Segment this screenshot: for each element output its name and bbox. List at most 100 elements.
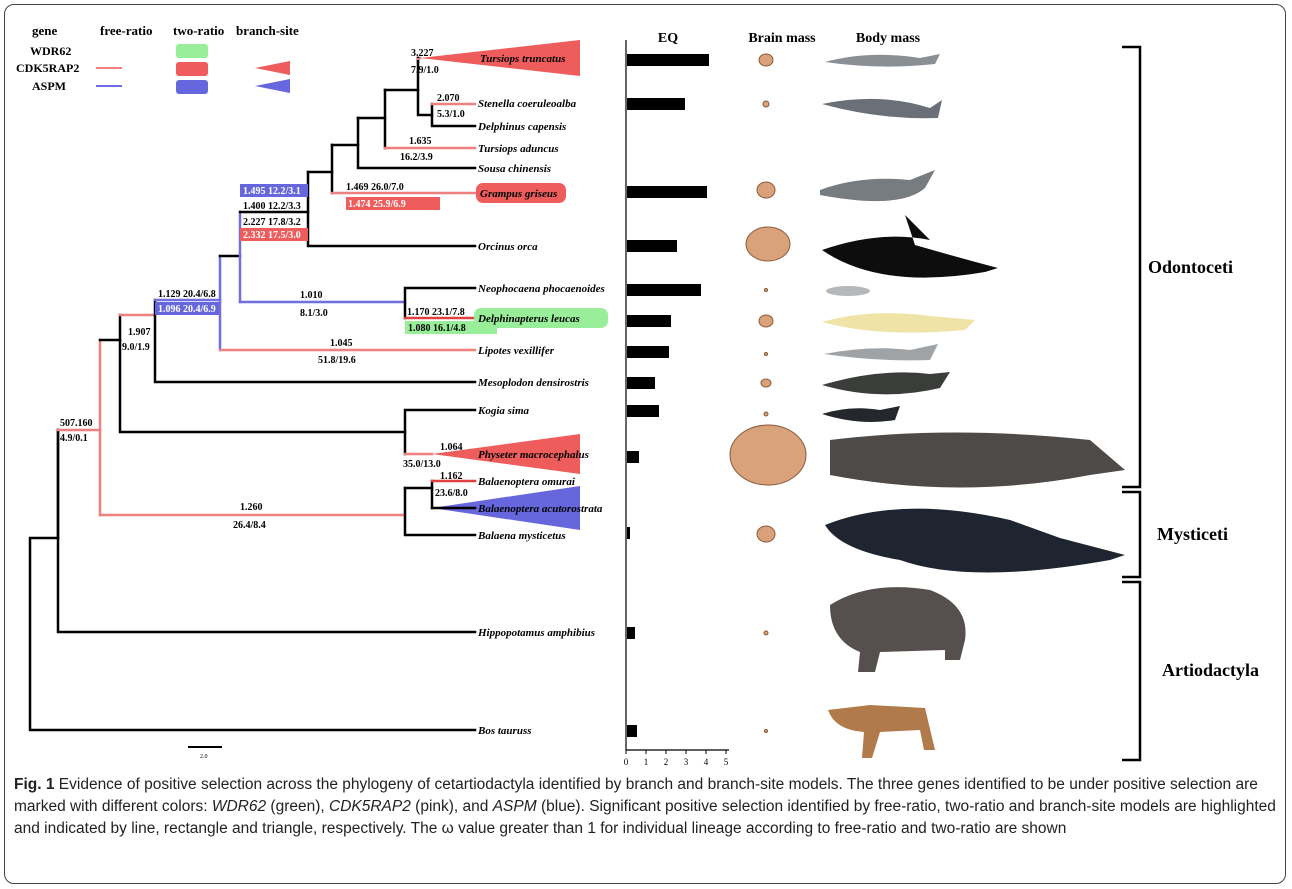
branch-label: 7.9/1.0	[411, 65, 439, 76]
branch-label: 1.260	[240, 502, 263, 513]
branch-label: 4.9/0.1	[60, 433, 88, 444]
eq-bar	[627, 377, 655, 389]
branch-label: 1.080 16.1/4.8	[408, 323, 466, 334]
bowhead-whale-silhouette	[825, 509, 1125, 573]
caption-fig-label: Fig. 1	[14, 776, 54, 793]
brain-icon	[765, 289, 768, 292]
eq-bar	[627, 725, 637, 737]
eq-bar	[627, 54, 709, 66]
branch-label: 1.170 23.1/7.8	[407, 307, 465, 318]
eq-bar	[627, 527, 630, 539]
pygmy-sperm-whale-silhouette	[822, 406, 900, 422]
branch-label: 1.129 20.4/6.8	[158, 289, 216, 300]
species-label: Tursiops truncatus	[480, 53, 566, 65]
species-label: Delphinapterus leucas	[477, 313, 580, 325]
bracket-artiodactyla	[1122, 582, 1140, 760]
eq-bar	[627, 240, 677, 252]
body-images	[820, 54, 1125, 758]
dolphin-silhouette	[825, 54, 940, 67]
legend-aspm-branch-site-triangle	[255, 79, 290, 93]
species-label: Lipotes vexillifer	[477, 345, 555, 357]
branch-label: 23.6/8.0	[435, 488, 468, 499]
beaked-whale-silhouette	[822, 372, 950, 394]
brain-images	[730, 54, 806, 733]
brain-icon	[764, 412, 768, 416]
eq-tick-label: 4	[704, 757, 709, 767]
eq-bar	[627, 284, 701, 296]
species-label: Orcinus orca	[478, 241, 538, 253]
species-label: Sousa chinensis	[478, 163, 551, 175]
brain-icon	[763, 101, 769, 107]
brain-icon	[757, 182, 775, 198]
legend-cdk5rap2-two-ratio-rect	[176, 62, 208, 76]
branch-label: 3.227	[411, 48, 434, 59]
brain-mass-header: Brain mass	[748, 31, 816, 46]
branch-label: 507.160	[60, 418, 93, 429]
figure-canvas: gene free-ratio two-ratio branch-site WD…	[0, 0, 1292, 770]
eq-tick-label: 2	[664, 757, 669, 767]
branch-label: 1.064	[440, 442, 463, 453]
branch-label: 2.227 17.8/3.2	[243, 217, 301, 228]
branch-label: 26.4/8.4	[233, 520, 266, 531]
branch-label: 1.474 25.9/6.9	[348, 199, 406, 210]
branch-label: 8.1/3.0	[300, 308, 328, 319]
brain-icon	[765, 353, 768, 356]
caption-gene: WDR62	[212, 798, 266, 815]
species-label: Bos tauruss	[477, 725, 532, 737]
brain-icon	[759, 315, 773, 327]
branch-label: 1.907	[128, 327, 151, 338]
branch-label: 1.635	[409, 136, 432, 147]
brain-icon	[765, 730, 768, 733]
brain-icon	[764, 631, 768, 635]
bracket-odontoceti	[1122, 47, 1140, 487]
branch-label: 1.400 12.2/3.3	[243, 201, 301, 212]
eq-bar	[627, 346, 669, 358]
eq-bar-chart: 0 1 2 3 4 5	[624, 40, 729, 767]
eq-bar	[627, 627, 635, 639]
porpoise-silhouette	[826, 286, 870, 296]
legend-header-gene: gene	[32, 23, 58, 38]
eq-tick-label: 0	[624, 757, 629, 767]
eq-tick-label: 1	[644, 757, 649, 767]
branch-label: 9.0/1.9	[122, 342, 150, 353]
dolphin-silhouette	[822, 99, 942, 118]
scale-bar-label: 2.0	[200, 754, 208, 760]
brain-icon	[757, 526, 775, 542]
species-label: Mesoplodon densirostris	[477, 377, 589, 389]
branch-label: 2.070	[437, 93, 460, 104]
legend-cdk5rap2-branch-site-triangle	[255, 61, 290, 75]
sperm-whale-silhouette	[830, 433, 1125, 488]
clade-brackets	[1122, 47, 1140, 760]
species-label: Stenella coeruleoalba	[478, 98, 577, 110]
species-label: Balaenoptera omurai	[477, 476, 576, 488]
species-label: Tursiops aduncus	[478, 143, 559, 155]
species-labels: Tursiops truncatus Stenella coeruleoalba…	[477, 53, 605, 737]
eq-tick-label: 5	[724, 757, 729, 767]
caption-text: (pink), and	[411, 798, 493, 815]
beluga-silhouette	[822, 313, 975, 333]
species-label: Neophocaena phocaenoides	[477, 283, 605, 295]
species-label: Delphinus capensis	[477, 121, 566, 133]
river-dolphin-silhouette	[824, 344, 938, 360]
clade-mysticeti: Mysticeti	[1157, 524, 1228, 544]
figure-caption: Fig. 1 Evidence of positive selection ac…	[14, 774, 1276, 840]
brain-icon	[730, 425, 806, 485]
branch-label: 1.096 20.4/6.9	[158, 304, 216, 315]
body-mass-header: Body mass	[856, 31, 921, 46]
branch-label: 2.332 17.5/3.0	[243, 230, 301, 241]
orca-silhouette	[822, 215, 998, 278]
eq-bar	[627, 98, 685, 110]
branch-labels: 3.227 7.9/1.0 2.070 5.3/1.0 1.635 16.2/3…	[60, 48, 468, 531]
legend-header-two-ratio: two-ratio	[173, 23, 224, 38]
species-label: Grampus griseus	[480, 188, 557, 200]
branch-label: 1.010	[300, 290, 323, 301]
eq-tick-label: 3	[684, 757, 689, 767]
caption-gene: ASPM	[493, 798, 537, 815]
clade-artiodactyla: Artiodactyla	[1162, 660, 1259, 680]
branch-label: 1.162	[440, 471, 463, 482]
eq-bar	[627, 186, 707, 198]
brain-icon	[746, 227, 790, 261]
legend-wdr62-two-ratio-rect	[176, 44, 208, 58]
branch-label: 16.2/3.9	[400, 152, 433, 163]
branch-label: 1.495 12.2/3.1	[243, 186, 301, 197]
